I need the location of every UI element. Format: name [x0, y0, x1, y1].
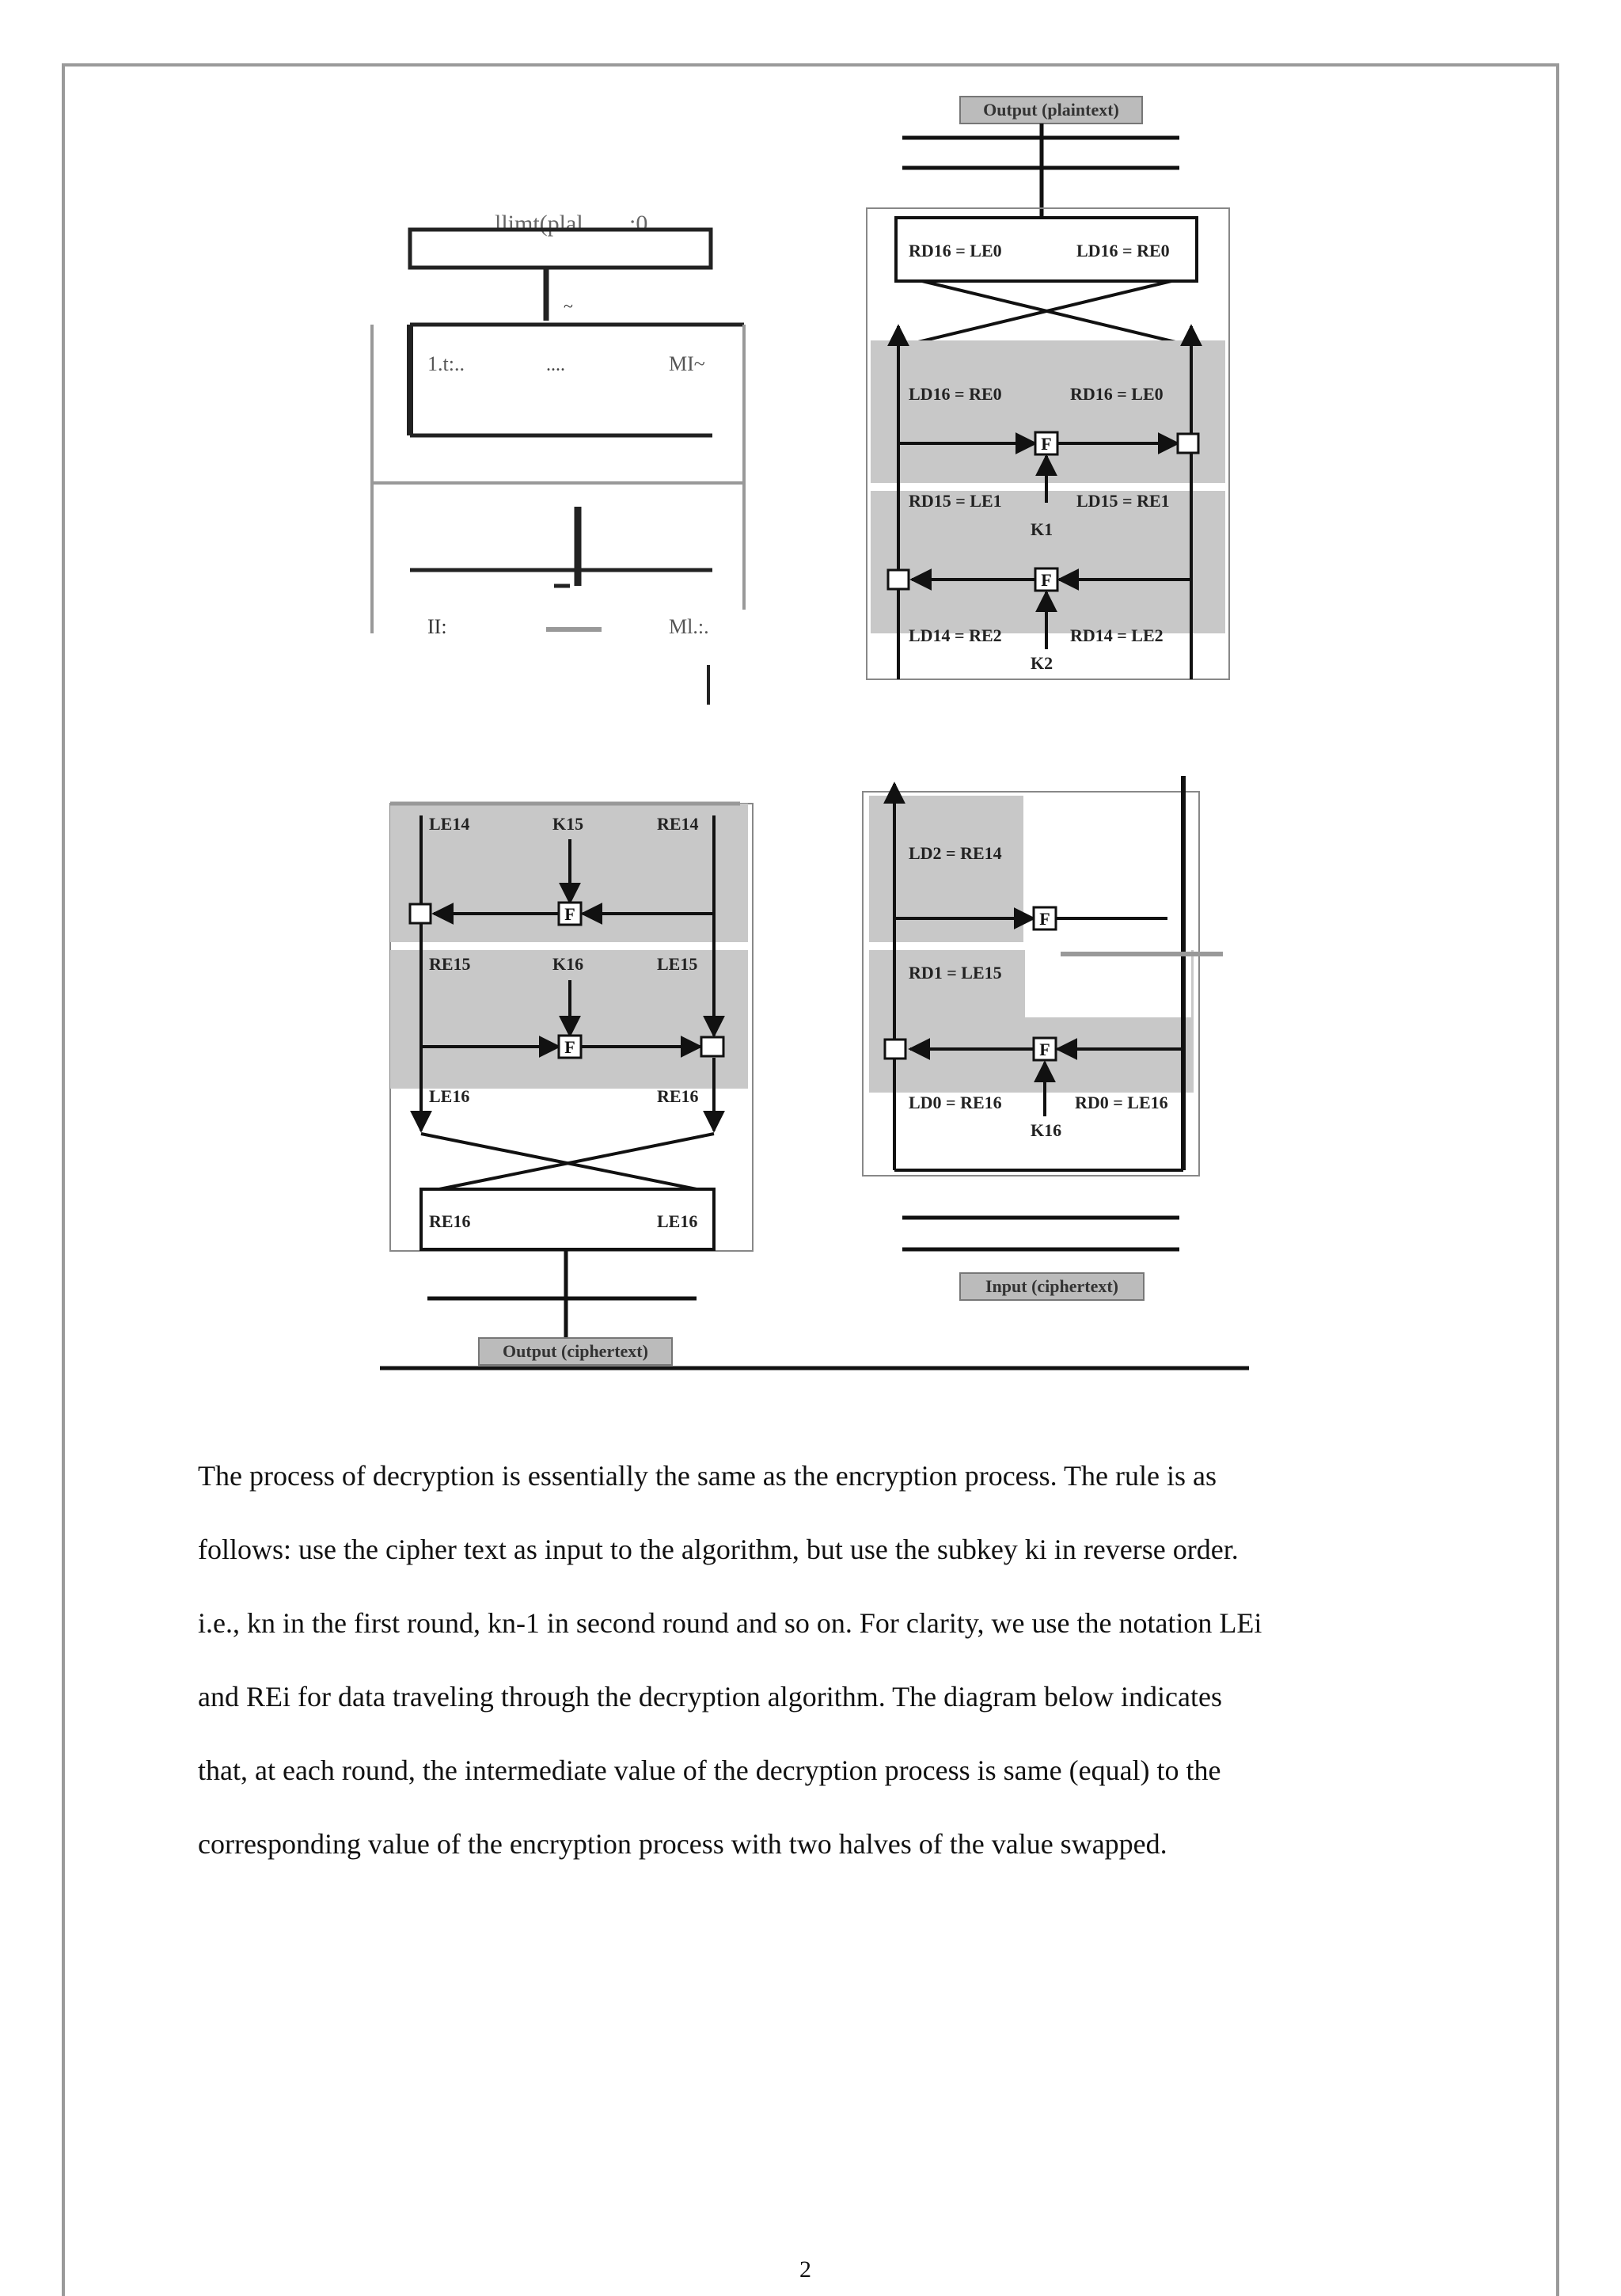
svg-text:F: F — [564, 904, 575, 924]
tl-heading: llimt(plal — [495, 211, 583, 237]
tr-r3-right: RD14 = LE2 — [1070, 625, 1164, 645]
bottom-right-decryption-diagram: LD2 = RE14 F RD1 = LE15 F LD0 = RE16 RD0… — [862, 776, 1223, 1301]
page-border-right — [1556, 63, 1559, 2296]
br-input-label-box — [959, 1272, 1145, 1301]
feistel-diagram: llimt(plal :0 ~ 1.t:.. .... MI~ II: Ml.:… — [370, 96, 1249, 1370]
svg-text:F: F — [564, 1037, 575, 1057]
bl-box-right: LE16 — [657, 1211, 697, 1231]
bl-k15: K15 — [552, 814, 583, 834]
bl-re14: RE14 — [657, 814, 699, 834]
tl-tilde: ~ — [564, 296, 573, 316]
paragraph-line: i.e., kn in the first round, kn-1 in sec… — [198, 1607, 1262, 1639]
paragraph-line: corresponding value of the encryption pr… — [198, 1828, 1167, 1860]
paragraph-line: The process of decryption is essentially… — [198, 1460, 1217, 1492]
tl-row1-mid: .... — [546, 355, 565, 375]
svg-text:F: F — [1039, 1040, 1050, 1059]
bl-output-label: Output (ciphertext) — [503, 1341, 648, 1361]
bl-xor-1 — [408, 903, 432, 925]
tr-r1-left: LD16 = RE0 — [909, 384, 1002, 404]
bl-le14: LE14 — [429, 814, 469, 834]
tr-r2-left: RD15 = LE1 — [909, 491, 1002, 511]
paragraph-line: follows: use the cipher text as input to… — [198, 1534, 1239, 1565]
tl-heading-suffix: :0 — [629, 211, 647, 237]
br-ld0: LD0 = RE16 — [909, 1093, 1002, 1112]
tr-swap-left: RD16 = LE0 — [909, 241, 1002, 260]
svg-text:F: F — [1041, 570, 1051, 590]
bottom-left-encryption-diagram: LE14 K15 RE14 F RE15 K16 LE15 F LE16 RE1… — [380, 801, 1249, 1370]
bl-xor-2 — [700, 1036, 725, 1058]
bl-re15: RE15 — [429, 954, 471, 974]
tr-output-label: Output (plaintext) — [983, 100, 1119, 120]
tr-xor-1 — [1176, 432, 1200, 454]
bl-f-box-1 — [557, 901, 583, 926]
br-ld2: LD2 = RE14 — [909, 843, 1002, 863]
tr-r3-left: LD14 = RE2 — [909, 625, 1002, 645]
bl-f-box-2 — [557, 1034, 583, 1059]
paragraph-line: and REi for data traveling through the d… — [198, 1681, 1222, 1712]
top-left-degraded-diagram: llimt(plal :0 ~ 1.t:.. .... MI~ II: Ml.:… — [370, 211, 746, 705]
br-k16: K16 — [1031, 1120, 1061, 1140]
tr-xor-2 — [886, 568, 910, 591]
bl-re16: RE16 — [657, 1086, 699, 1106]
tl-row1-left: 1.t:.. — [427, 352, 465, 375]
bl-k16: K16 — [552, 954, 583, 974]
tr-k2: K2 — [1031, 653, 1053, 673]
br-input-label: Input (ciphertext) — [985, 1276, 1118, 1296]
tr-k1: K1 — [1031, 519, 1053, 539]
tl-row1-right: MI~ — [669, 352, 705, 375]
body-paragraph: The process of decryption is essentially… — [198, 1439, 1441, 1881]
page-number: 2 — [799, 2256, 811, 2283]
bl-output-label-box — [478, 1337, 673, 1366]
tr-r1-right: RD16 = LE0 — [1070, 384, 1164, 404]
tl-row2-right: Ml.:. — [669, 615, 709, 638]
svg-text:F: F — [1041, 434, 1051, 454]
bl-box-left: RE16 — [429, 1211, 471, 1231]
tr-r2-right: LD15 = RE1 — [1076, 491, 1170, 511]
paragraph-line: that, at each round, the intermediate va… — [198, 1754, 1221, 1786]
top-right-decryption-diagram: Output (plaintext) RD16 = LE0 LD16 = RE0… — [866, 96, 1230, 680]
page-border-top — [62, 63, 1559, 67]
svg-text:F: F — [1039, 909, 1050, 929]
bl-le16: LE16 — [429, 1086, 469, 1106]
tl-row2-left: II: — [427, 615, 447, 638]
tr-swap-right: LD16 = RE0 — [1076, 241, 1170, 260]
br-xor — [883, 1038, 907, 1060]
br-rd0: RD0 = LE16 — [1075, 1093, 1168, 1112]
br-f-box-2 — [1032, 1036, 1057, 1062]
br-rd1: RD1 = LE15 — [909, 963, 1002, 983]
br-round-2-bg — [869, 796, 1023, 942]
page-border-left — [62, 63, 65, 2296]
tr-output-label-box — [959, 96, 1143, 124]
bl-le15: LE15 — [657, 954, 697, 974]
